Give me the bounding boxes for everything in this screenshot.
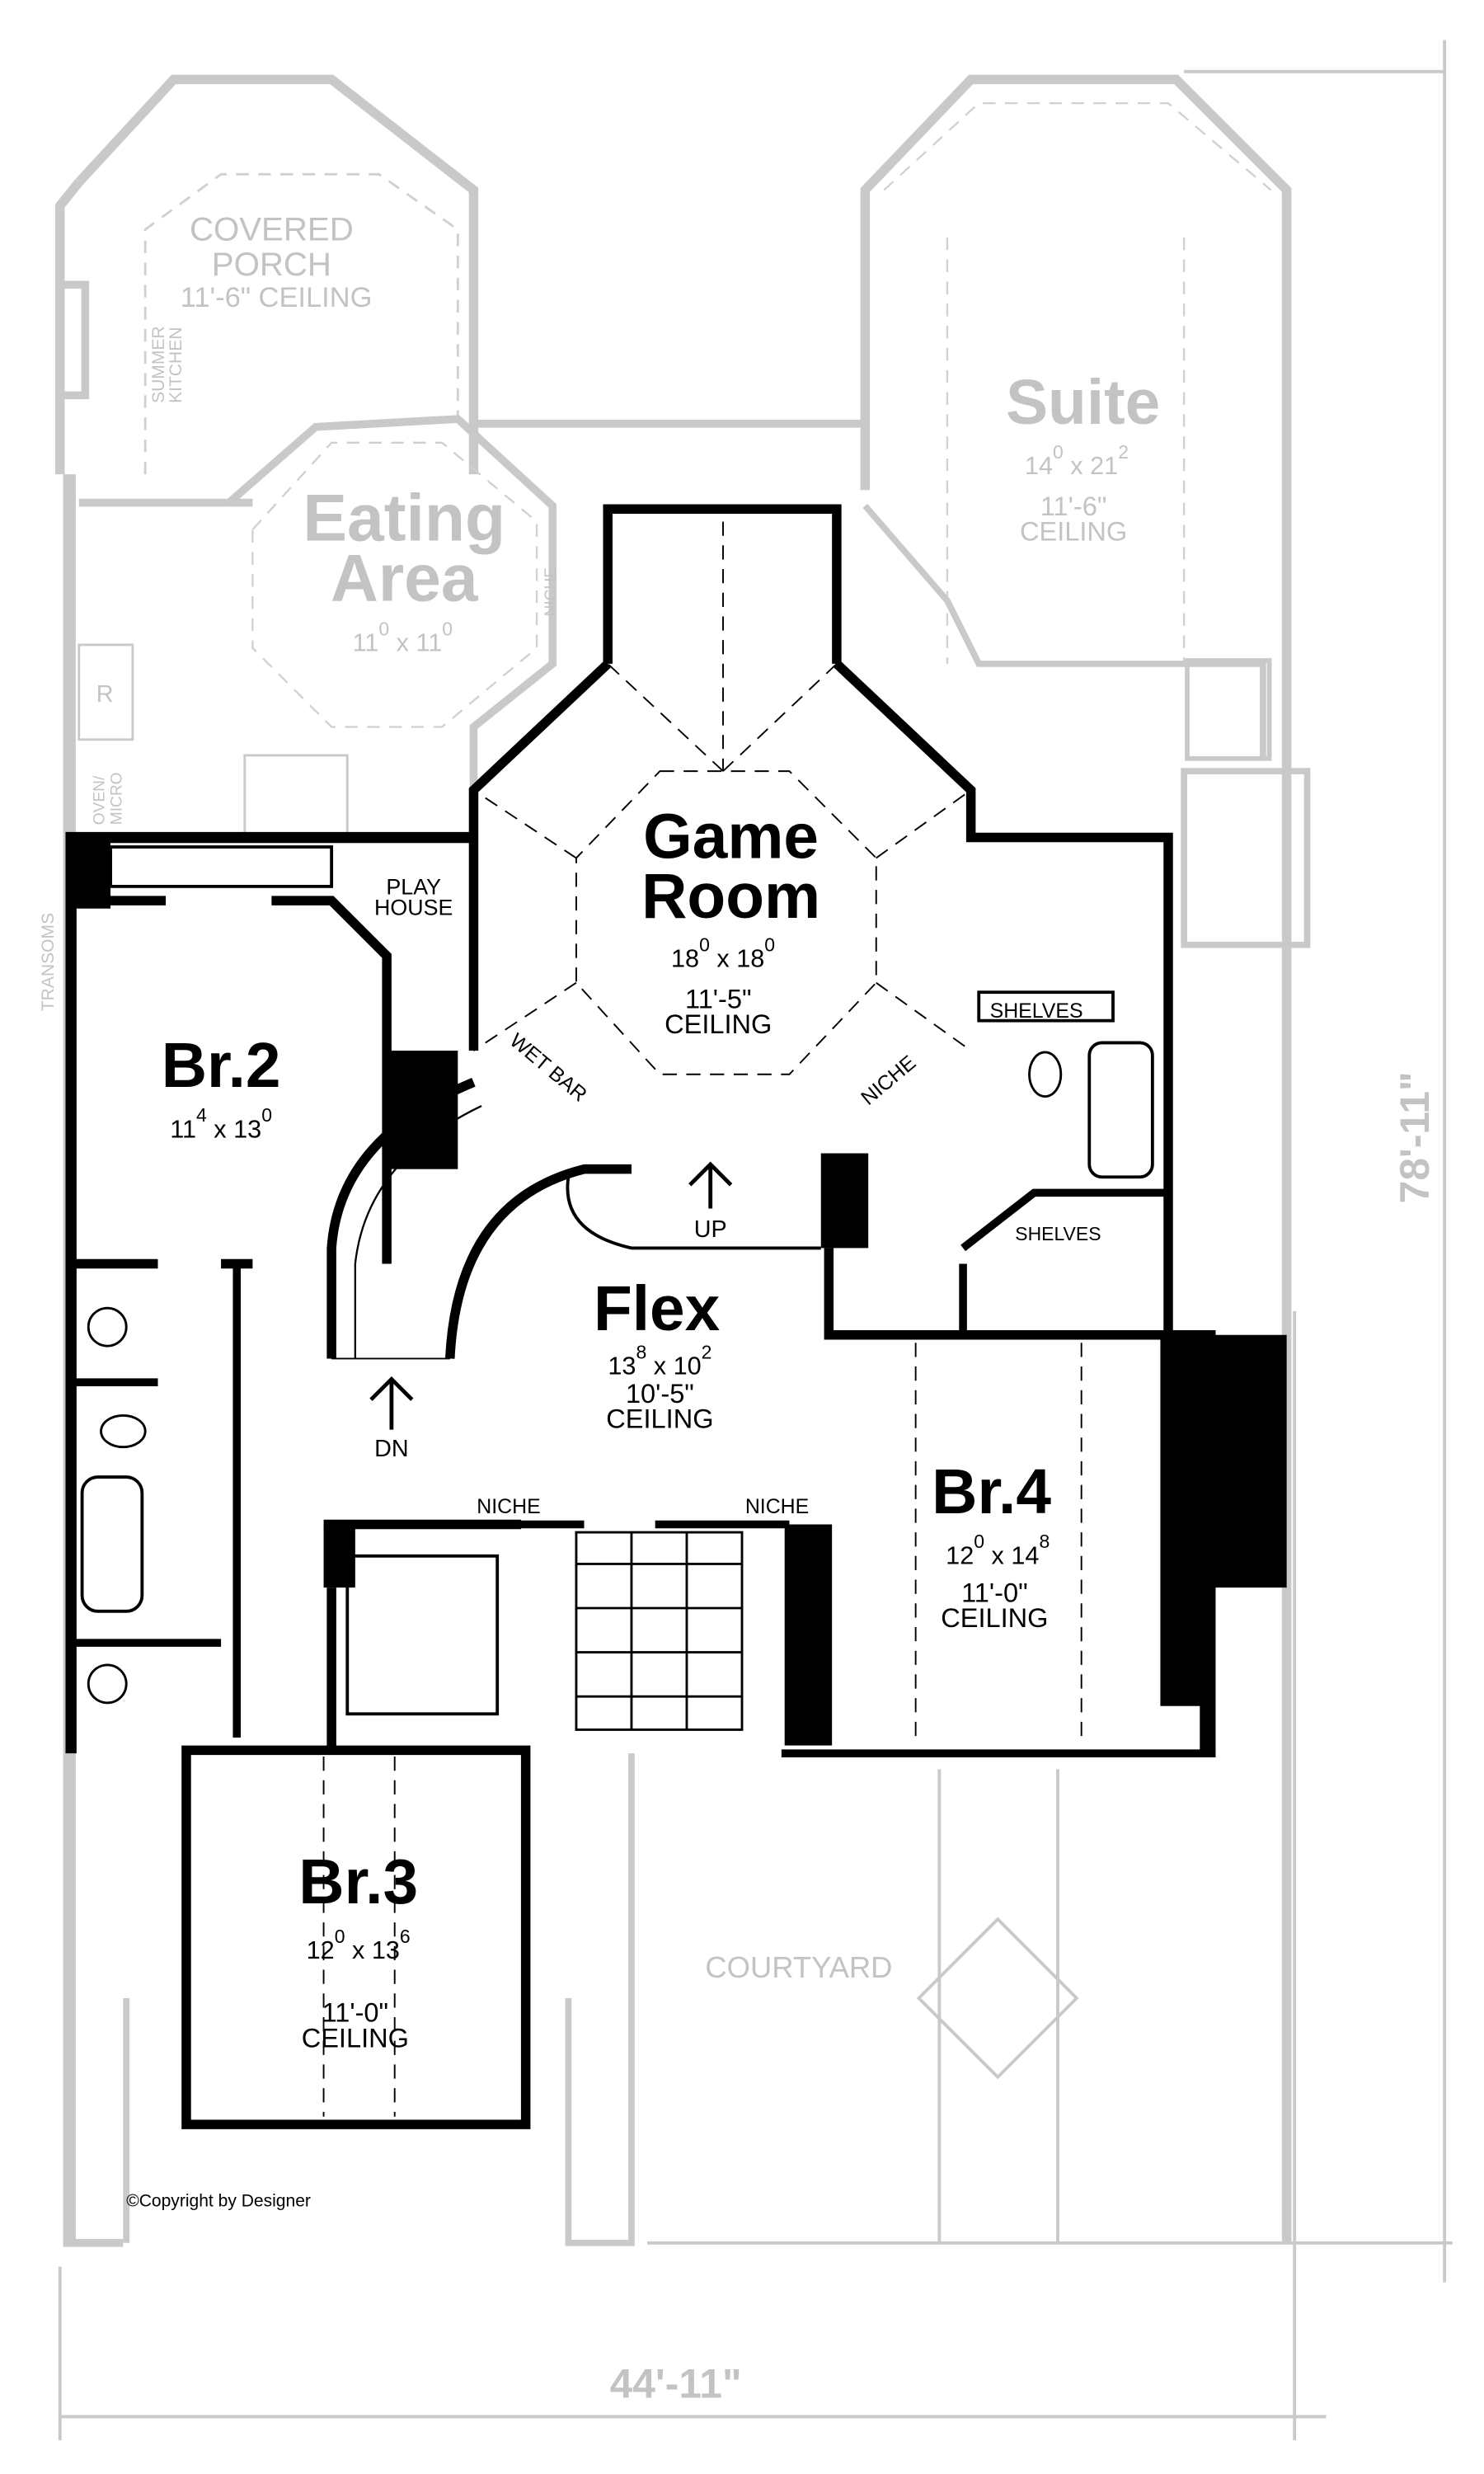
oven-label: OVEN/ [91,775,108,825]
room-dimensions: 120 x 136 [307,1926,411,1964]
room-name: Br.2 [162,1031,281,1101]
room-dimensions: 140 x 212 [1025,441,1129,480]
transoms-label: TRANSOMS [39,913,58,1011]
play-house-label: PLAY [386,874,441,899]
room-name: COVERED [190,211,354,248]
room-dimensions: 180 x 180 [671,934,775,972]
dimension-lines [58,40,1453,2441]
refrigerator-label: R [96,681,114,708]
room-name: Eating [303,482,505,556]
ceiling-label: 11'-6" CEILING [181,282,373,313]
ceiling-label: CEILING [1020,517,1127,547]
summer-kitchen-label: SUMMER [149,326,168,403]
summer-kitchen-label: KITCHEN [167,327,186,403]
room-name: Area [331,541,479,615]
upper-floor-walls [65,504,1287,2129]
up-label: UP [694,1216,727,1243]
room-dimensions: 114 x 130 [170,1104,272,1143]
context-labels: COVERED PORCH 11'-6" CEILING Eating Area… [39,211,1438,2407]
dn-label: DN [374,1436,408,1462]
niche-label: NICHE [857,1051,920,1109]
room-name: PORCH [212,246,331,283]
micro-label: MICRO [108,772,125,825]
niche-label: NICHE [477,1495,540,1518]
context-walls [55,74,1311,2247]
room-dimensions: 120 x 148 [946,1531,1050,1569]
shelves-label: SHELVES [990,999,1083,1023]
copyright-text: ©Copyright by Designer [126,2192,311,2211]
room-name: Game [643,802,819,872]
ceiling-height: 11'-6" [1040,492,1107,521]
room-name: Br.3 [298,1847,418,1917]
niche-label: NICHE [745,1495,809,1518]
ceiling-label: CEILING [302,2023,409,2053]
ceiling-height: 11'-0" [961,1578,1028,1607]
stair-arrows [369,1161,733,1430]
room-name: Room [641,862,820,932]
ceiling-label: CEILING [606,1404,713,1434]
room-name: Flex [594,1274,721,1344]
room-dimensions: 138 x 102 [608,1341,711,1380]
ceiling-label: CEILING [941,1603,1048,1633]
room-name: Br.4 [932,1457,1051,1527]
room-name: COURTYARD [705,1950,892,1984]
width-dimension: 44'-11" [610,2360,742,2406]
ceiling-height: 11'-5" [685,984,752,1014]
ceiling-label: CEILING [665,1009,772,1039]
wet-bar-label: WET BAR [505,1029,591,1107]
room-name: Suite [1006,368,1160,438]
ceiling-height: 11'-0" [322,1998,388,2028]
shelves-label: SHELVES [1015,1223,1101,1244]
play-house-label: HOUSE [374,895,453,920]
ceiling-height: 10'-5" [626,1379,694,1409]
depth-dimension: 78'-11" [1392,1071,1438,1203]
room-labels: Game Room 180 x 180 11'-5" CEILING Br.2 … [126,802,1101,2210]
room-dimensions: 110 x 110 [353,618,453,656]
niche-label: NICHE [542,567,560,617]
